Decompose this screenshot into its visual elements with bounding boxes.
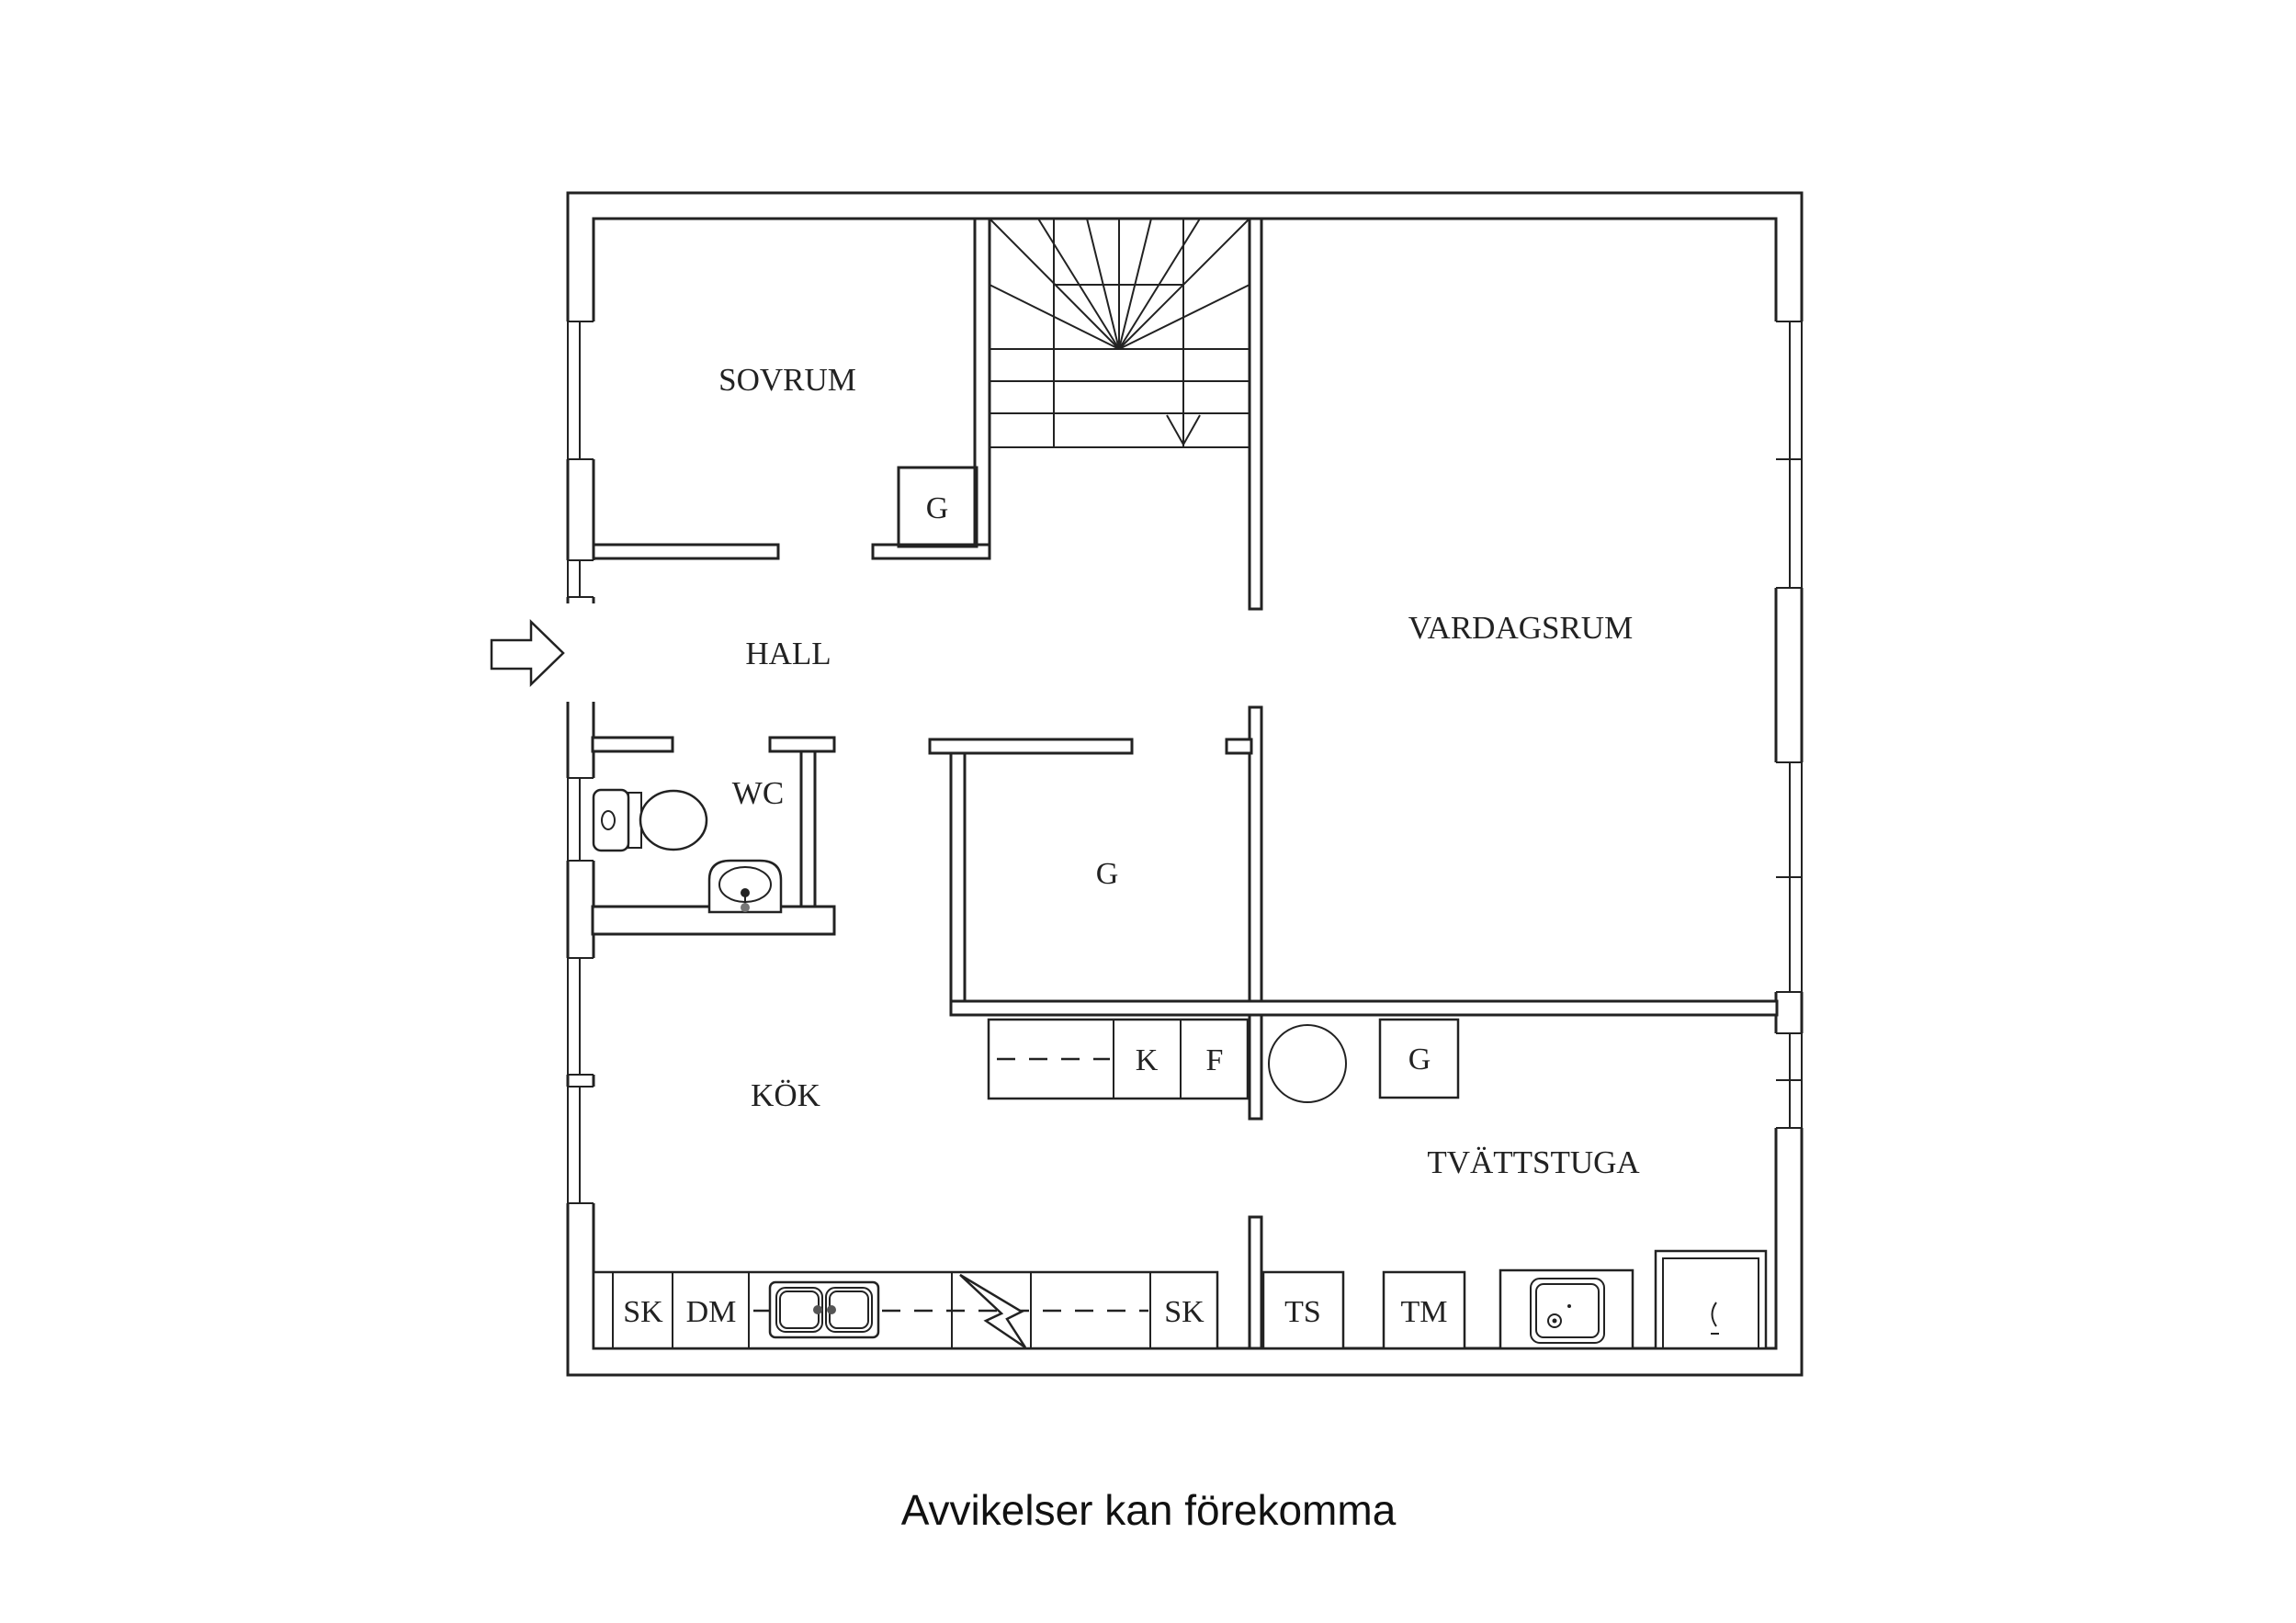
kitchen-sink-icon [768, 1280, 880, 1339]
drying-cabinet-label: TS [1284, 1295, 1321, 1329]
window-icon [1773, 1032, 1804, 1129]
room-labels: SOVRUM HALL WC VARDAGSRUM KÖK TVÄTTSTUGA [718, 362, 1640, 1180]
room-label-bedroom: SOVRUM [718, 362, 856, 398]
window-icon [565, 777, 596, 862]
left-wall-openings [564, 321, 597, 1204]
cupboard-label: SK [1164, 1295, 1205, 1329]
wardrobe-label: G [926, 491, 949, 525]
disclaimer-text: Avvikelser kan förekomma [901, 1486, 1397, 1534]
washbasin-icon [707, 859, 783, 914]
kitchen-upper-counter [987, 1018, 1250, 1100]
room-label-living-room: VARDAGSRUM [1408, 610, 1633, 646]
washing-machine-box [1382, 1270, 1466, 1350]
right-wall-openings [1773, 321, 1804, 1129]
wardrobe-label: G [1096, 857, 1119, 891]
wall [871, 543, 991, 560]
laundry-units [1261, 1249, 1768, 1350]
wall [1248, 705, 1263, 1121]
wall [1248, 217, 1263, 611]
freezer-label: F [1206, 1043, 1224, 1077]
room-label-kitchen: KÖK [751, 1077, 820, 1113]
entrance-door-opening [564, 603, 597, 702]
staircase [989, 218, 1250, 448]
window-icon [1773, 321, 1804, 589]
window-icon [565, 321, 596, 460]
room-label-wc: WC [732, 775, 784, 811]
window-icon [565, 559, 596, 598]
wall [1225, 738, 1253, 755]
wall [592, 543, 780, 560]
window-icon [565, 957, 596, 1076]
wall [799, 750, 817, 908]
interior-walls [591, 217, 1779, 1350]
fixture-labels: G G G K F SK DM SK TS TM [623, 491, 1447, 1329]
wall [949, 999, 1779, 1017]
laundry-cabinet-box [1378, 1018, 1460, 1099]
window-icon [565, 1086, 596, 1204]
utility-box [1654, 1249, 1768, 1350]
wardrobe-label: G [1408, 1043, 1431, 1076]
stair-winder-lines [989, 218, 1250, 350]
water-heater-icon [1268, 1024, 1347, 1103]
wall [928, 738, 1134, 755]
stove-lightning-icon [959, 1273, 1027, 1349]
window-icon [1773, 761, 1804, 993]
wall [1248, 1215, 1263, 1350]
dishwasher-label: DM [686, 1295, 737, 1329]
stairs-down-arrow-icon [1166, 349, 1201, 447]
kitchen-lower-counter [592, 1270, 1219, 1350]
washing-machine-label: TM [1401, 1295, 1448, 1329]
laundry-sink-icon [1499, 1268, 1634, 1350]
wall [591, 736, 674, 753]
toilet-icon [592, 788, 708, 852]
wall [768, 736, 836, 753]
wall [949, 751, 967, 1017]
cooler-label: K [1136, 1043, 1159, 1077]
drying-cabinet-box [1261, 1270, 1345, 1350]
room-label-hall: HALL [745, 636, 831, 671]
room-label-laundry: TVÄTTSTUGA [1427, 1144, 1640, 1180]
bedroom-wardrobe-box [897, 466, 978, 548]
cupboard-label: SK [623, 1295, 663, 1329]
entrance-arrow-icon [490, 619, 565, 687]
